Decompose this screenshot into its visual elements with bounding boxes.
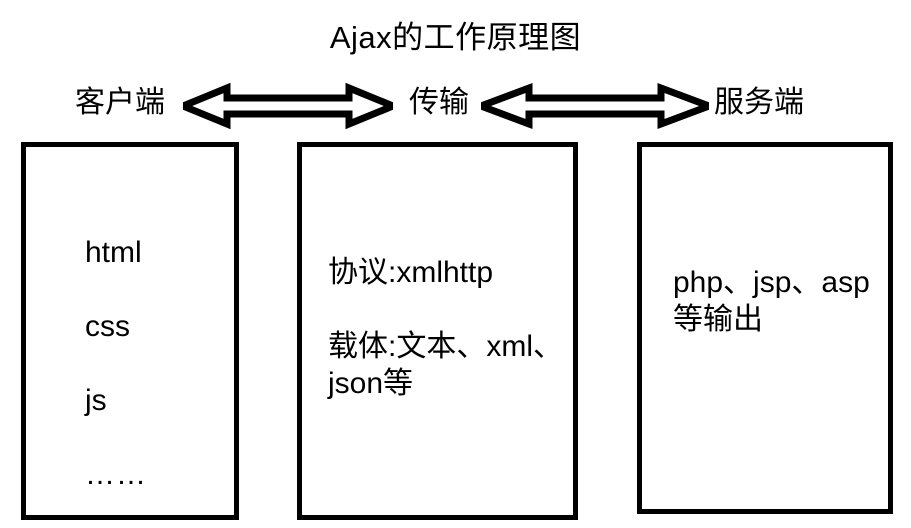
node-label-client: 客户端	[75, 86, 165, 119]
panel-client: html css js ……	[21, 142, 239, 520]
panel-server-content: php、jsp、asp等输出	[673, 227, 878, 338]
panel-client-content: html css js ……	[85, 197, 147, 528]
list-item: html	[85, 236, 142, 269]
list-item: 载体:文本、xml、json等	[328, 330, 563, 400]
list-item: php、jsp、asp等输出	[673, 266, 870, 336]
panel-transport-content: 协议:xmlhttp 载体:文本、xml、json等	[328, 217, 566, 402]
list-item: 协议:xmlhttp	[328, 256, 494, 289]
node-label-transport: 传输	[409, 86, 469, 119]
node-label-server: 服务端	[714, 86, 804, 119]
list-item: css	[85, 310, 130, 343]
double-arrow-icon-transport-server	[481, 82, 709, 130]
list-item: js	[85, 384, 107, 417]
double-arrow-icon-client-transport	[183, 82, 393, 130]
panel-server: php、jsp、asp等输出	[637, 142, 893, 514]
page-title: Ajax的工作原理图	[329, 20, 582, 55]
list-item-ellipsis: ……	[85, 458, 147, 491]
panel-transport: 协议:xmlhttp 载体:文本、xml、json等	[297, 142, 578, 520]
